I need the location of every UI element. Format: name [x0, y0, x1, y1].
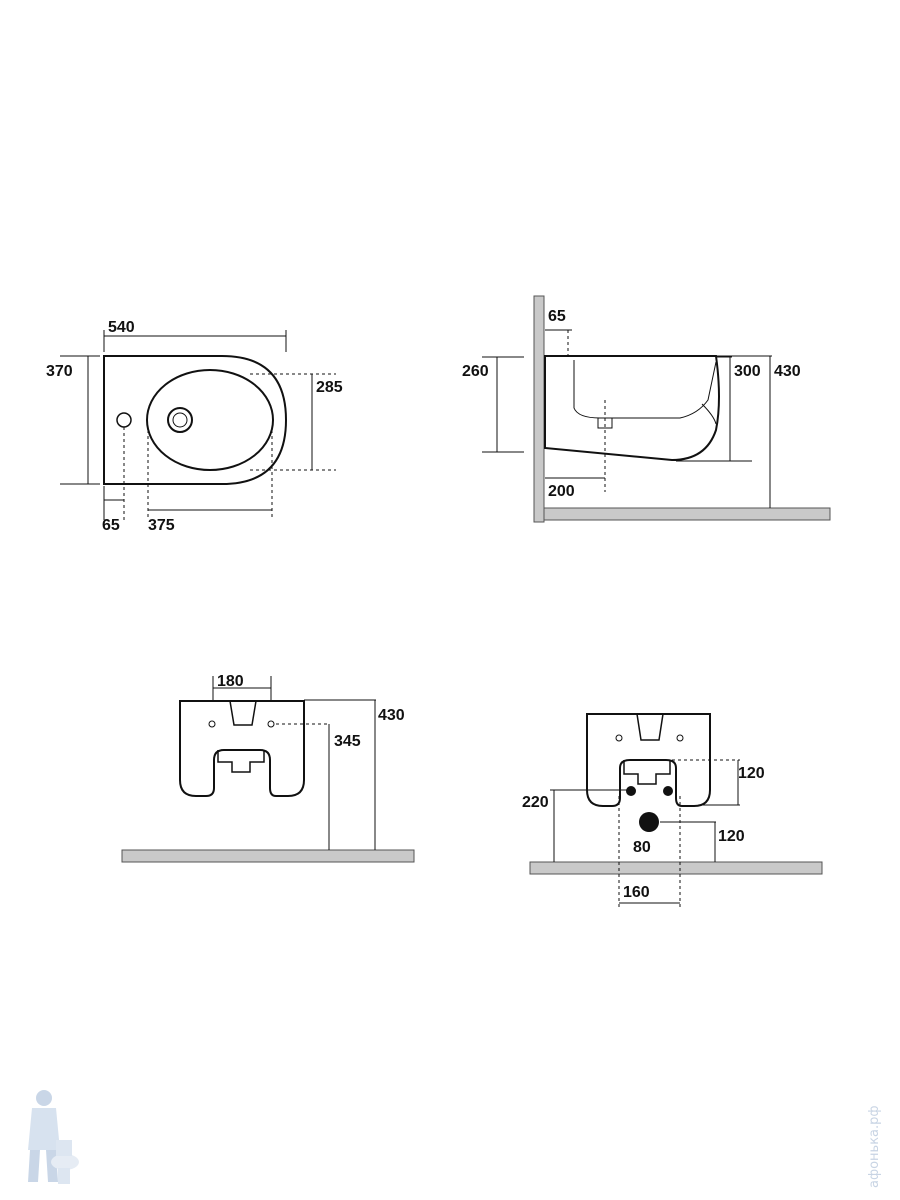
drain-ring-outer [167, 407, 193, 433]
dim-drain-diameter: 80 [633, 839, 651, 856]
dim-mount-height: 260 [462, 363, 489, 380]
front-view: 180 345 430 [121, 673, 415, 863]
dim-bowl-width: 285 [316, 379, 343, 396]
dim-total-height-front: 430 [378, 707, 405, 724]
side-view-bowl [573, 360, 717, 419]
dim-upper-offset: 120 [738, 765, 765, 782]
dim-total-height-side: 430 [774, 363, 801, 380]
rear-view-top-slot [636, 713, 664, 741]
dim-bolt-height: 345 [334, 733, 361, 750]
dim-bowl-length: 375 [148, 517, 175, 534]
wall [533, 295, 545, 523]
front-view-body [179, 700, 305, 797]
rear-view-notch [623, 760, 671, 785]
bolt-hole-right [267, 720, 275, 728]
watermark-text: афонька.рф [867, 1105, 882, 1188]
dim-depth: 370 [46, 363, 73, 380]
plumber-with-toilet-icon [28, 1090, 79, 1184]
rear-bolt-hole-left [615, 734, 623, 742]
side-view: 65 260 300 430 200 [462, 295, 831, 523]
dim-inlet-height: 220 [522, 794, 549, 811]
floor-side [543, 507, 831, 521]
dim-wall-gap: 65 [548, 308, 566, 325]
rear-bolt-hole-right [676, 734, 684, 742]
drain-ring-inner [172, 412, 188, 428]
rear-view: 120 220 120 80 160 [522, 713, 823, 910]
inlet-left [626, 786, 636, 796]
floor-rear [529, 861, 823, 875]
front-view-drain [217, 750, 265, 773]
dim-bolt-spacing: 160 [623, 884, 650, 901]
dim-top-width: 180 [217, 673, 244, 690]
floor-front [121, 849, 415, 863]
dim-drain-offset: 200 [548, 483, 575, 500]
dim-drain-height: 120 [718, 828, 745, 845]
bolt-hole-left [208, 720, 216, 728]
rear-view-body [586, 713, 711, 807]
inlet-right [663, 786, 673, 796]
front-view-top-slot [229, 700, 257, 726]
side-view-body [544, 355, 720, 462]
top-view: 540 370 285 65 375 [46, 319, 343, 534]
dim-rim-offset: 300 [734, 363, 761, 380]
dim-width: 540 [108, 319, 135, 336]
top-view-bowl [146, 369, 274, 471]
drain-outlet [639, 812, 659, 832]
dim-hole-offset: 65 [102, 517, 120, 534]
